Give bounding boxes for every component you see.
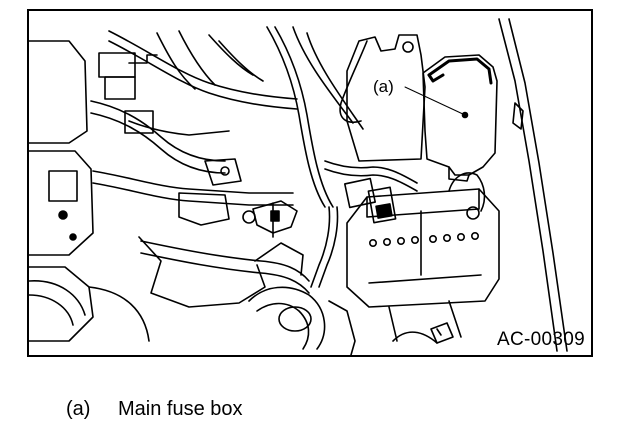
- engine-components: [90, 30, 310, 308]
- engine-bay-illustration: (a): [29, 18, 568, 355]
- callout-leader: [404, 86, 466, 116]
- main-fuse-box: [422, 54, 498, 182]
- left-components: [29, 40, 150, 342]
- legend-item: (a) Main fuse box: [66, 398, 243, 421]
- wiring-harness: [266, 26, 418, 288]
- figure-id: AC-00309: [497, 329, 585, 350]
- diagram-frame: (a) AC-00309: [27, 9, 593, 357]
- legend: (a) Main fuse box: [66, 398, 243, 421]
- lower-engine: [248, 286, 454, 355]
- reservoir: [339, 34, 426, 162]
- fender-edge: [498, 18, 568, 352]
- legend-key: (a): [66, 398, 91, 420]
- legend-label: Main fuse box: [118, 398, 243, 420]
- callout-label: (a): [373, 77, 394, 96]
- battery: [346, 172, 500, 344]
